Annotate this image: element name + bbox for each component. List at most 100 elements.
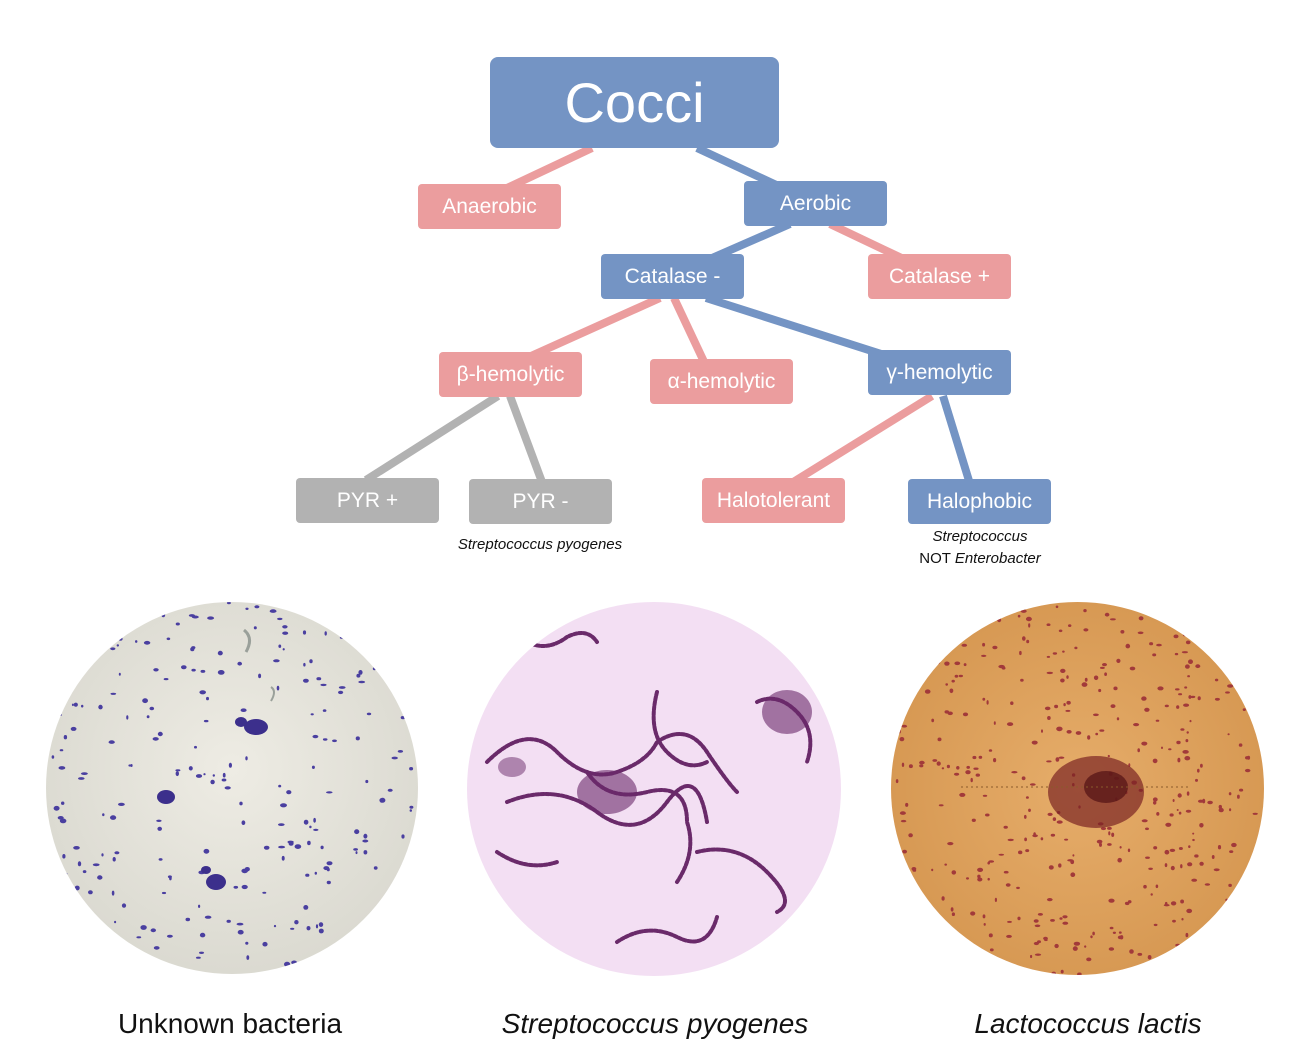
- speck: [1155, 884, 1159, 889]
- speck: [1081, 682, 1088, 687]
- speck: [77, 861, 82, 867]
- speck: [1018, 850, 1023, 855]
- speck: [92, 863, 100, 867]
- speck: [281, 855, 285, 861]
- speck: [899, 737, 905, 742]
- speck: [1133, 723, 1140, 727]
- speck: [961, 643, 968, 647]
- speck: [1108, 947, 1115, 951]
- speck: [324, 631, 327, 636]
- speck: [1052, 652, 1058, 655]
- speck: [206, 696, 209, 701]
- speck: [332, 739, 337, 743]
- speck: [1033, 919, 1039, 923]
- speck: [81, 704, 84, 708]
- speck: [1029, 783, 1036, 786]
- speck: [1102, 663, 1107, 667]
- speck: [1052, 817, 1057, 821]
- speck: [1111, 832, 1115, 837]
- speck: [1169, 813, 1174, 817]
- speck: [1186, 908, 1193, 914]
- speck: [1187, 675, 1190, 678]
- speck: [1054, 704, 1059, 709]
- node-cocci: Cocci: [490, 57, 779, 148]
- node-halotolerant: Halotolerant: [702, 478, 845, 523]
- speck: [1252, 812, 1258, 815]
- speck: [1199, 823, 1204, 828]
- speck: [1017, 916, 1021, 921]
- speck: [1137, 631, 1144, 635]
- speck: [239, 801, 243, 806]
- speck: [1192, 838, 1195, 842]
- speck: [126, 715, 129, 720]
- note-halophobic: Streptococcus NOT Enterobacter: [880, 526, 1080, 570]
- speck: [1185, 932, 1189, 938]
- speck: [1218, 804, 1222, 809]
- speck: [354, 829, 360, 835]
- speck: [70, 726, 77, 731]
- speck: [1170, 865, 1175, 871]
- speck: [409, 767, 414, 771]
- speck: [309, 825, 312, 829]
- speck: [237, 661, 242, 666]
- speck: [303, 905, 309, 910]
- speck: [1183, 703, 1190, 707]
- speck: [400, 716, 406, 720]
- speck: [355, 851, 358, 855]
- speck: [1145, 856, 1150, 859]
- speck: [188, 614, 195, 617]
- speck: [1116, 658, 1121, 663]
- speck: [988, 860, 995, 863]
- speck: [954, 674, 959, 678]
- speck: [150, 928, 156, 933]
- speck: [1031, 740, 1038, 745]
- speck: [1197, 696, 1201, 701]
- speck: [401, 834, 405, 839]
- speck: [200, 669, 206, 673]
- speck: [1096, 839, 1103, 844]
- note-not-genus: Enterobacter: [954, 550, 1041, 567]
- speck: [278, 823, 285, 826]
- speck: [128, 764, 132, 767]
- speck: [987, 877, 990, 881]
- speck: [312, 734, 319, 739]
- speck: [1176, 705, 1180, 709]
- speck: [1188, 695, 1192, 699]
- note-not-label: NOT: [919, 550, 955, 567]
- speck: [1227, 684, 1234, 688]
- speck: [973, 767, 979, 770]
- speck: [1046, 671, 1053, 675]
- speck: [989, 948, 994, 952]
- speck: [157, 731, 163, 737]
- speck: [1070, 859, 1075, 865]
- speck: [1066, 700, 1071, 705]
- speck: [278, 644, 282, 648]
- speck: [1239, 788, 1244, 792]
- speck: [1192, 832, 1195, 835]
- speck: [962, 712, 969, 717]
- speck: [1099, 842, 1102, 847]
- speck: [112, 857, 116, 862]
- speck: [1072, 946, 1078, 951]
- speck: [1137, 748, 1140, 753]
- speck: [1229, 850, 1234, 853]
- speck: [965, 770, 971, 775]
- speck: [1180, 899, 1184, 904]
- speck: [1058, 629, 1063, 633]
- speck: [1007, 838, 1014, 842]
- speck: [1043, 936, 1048, 941]
- speck: [1194, 854, 1199, 858]
- node-beta-hemolytic: β-hemolytic: [439, 352, 582, 397]
- speck: [1214, 678, 1219, 682]
- speck: [363, 850, 368, 855]
- speck: [1168, 748, 1172, 751]
- speck: [409, 809, 412, 812]
- speck: [303, 662, 306, 667]
- speck: [1050, 833, 1056, 837]
- speck: [1153, 846, 1158, 850]
- speck: [156, 819, 162, 822]
- speck: [1005, 883, 1011, 887]
- speck: [993, 721, 996, 725]
- speck: [1172, 919, 1176, 923]
- speck: [971, 818, 976, 822]
